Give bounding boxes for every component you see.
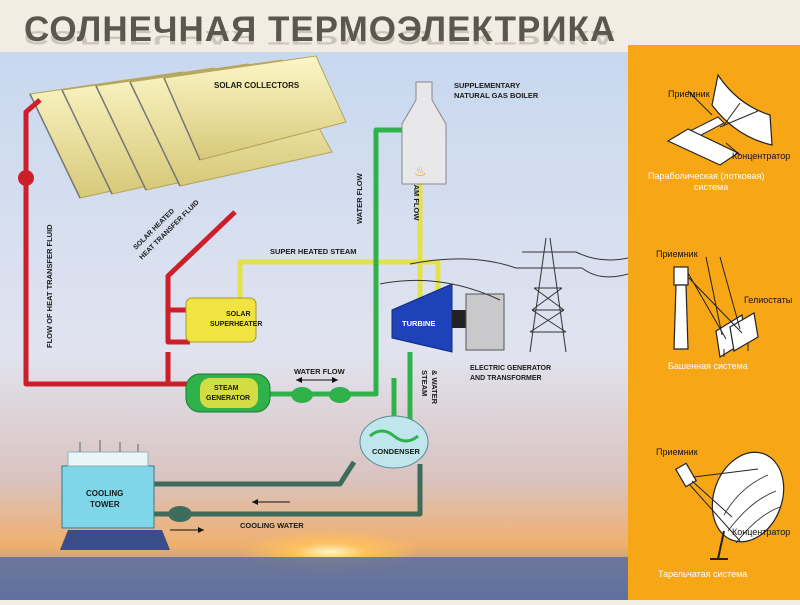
steam-generator-core: [200, 378, 258, 408]
generator-label-1: ELECTRIC GENERATOR: [470, 365, 551, 372]
solar-thermal-plant-diagram: SOLAR COLLECTORS FLOW OF HEAT TRANSFER F…: [0, 52, 628, 600]
steam-generator-label-1: STEAM: [214, 385, 239, 392]
cooling-return-arrowhead: [252, 499, 258, 505]
turbine-shaft: [452, 310, 468, 328]
water-flow-arrowhead-right: [332, 377, 338, 383]
turbine: [391, 283, 453, 353]
condenser-coil: [369, 429, 419, 443]
parabolic-trough-illustration: [666, 73, 773, 166]
csp-types-illustrations: Приемник Концентратор Параболическая (ло…: [648, 73, 792, 579]
cooling-supply-arrowhead: [198, 527, 204, 533]
boiler-label-1: SUPPLEMENTARY: [454, 81, 520, 90]
condenser: [359, 415, 429, 469]
dish-receiver-label: Приемник: [656, 447, 698, 457]
steam-generator-label-2: GENERATOR: [206, 395, 250, 402]
feedwater-pump-1: [291, 387, 313, 403]
solar-collectors-label: SOLAR COLLECTORS: [214, 81, 300, 90]
electric-generator: [465, 293, 505, 351]
horizon-water: [0, 557, 628, 600]
tower-heliostats-label: Гелиостаты: [744, 295, 792, 305]
dish-caption: Тарельчатая система: [658, 569, 747, 579]
solar-superheater: [185, 297, 257, 343]
cooling-tower: [60, 440, 170, 550]
slide-title: СОЛНЕЧНАЯ ТЕРМОЭЛЕКТРИКА: [24, 10, 617, 49]
steam-water-label-2: & WATER: [430, 370, 439, 405]
steam-line: [237, 182, 441, 312]
slide-title-reflection: СОЛНЕЧНАЯ ТЕРМОЭЛЕКТРИКА: [24, 26, 617, 48]
htf-pump: [18, 170, 34, 186]
steam-water-label-1: STEAM: [420, 370, 429, 396]
cooling-water-label: COOLING WATER: [240, 521, 304, 530]
solar-collector-field: [29, 55, 347, 199]
csp-types-panel: Приемник Концентратор Параболическая (ло…: [628, 45, 800, 600]
cooling-tower-label-1: COOLING: [86, 489, 123, 498]
transmission-tower: [379, 237, 628, 353]
trough-concentrator-label: Концентратор: [732, 151, 790, 161]
cooling-water-pump: [168, 506, 192, 522]
cooling-water-loop: [150, 460, 423, 517]
condenser-label: CONDENSER: [372, 447, 421, 456]
generator-label-2: AND TRANSFORMER: [470, 375, 542, 382]
super-heated-steam-label: SUPER HEATED STEAM: [270, 247, 357, 256]
tower-receiver-label: Приемник: [656, 249, 698, 259]
trough-caption-2: система: [694, 182, 728, 192]
dish-system-illustration: [674, 451, 785, 560]
superheater-label-2: SUPERHEATER: [210, 321, 262, 328]
boiler-flame-icon: ♨: [414, 163, 427, 179]
supplementary-boiler: [401, 81, 447, 185]
feedwater-pump-2: [329, 387, 351, 403]
dish-concentrator-label: Концентратор: [732, 527, 790, 537]
power-tower-illustration: [673, 256, 759, 358]
turbine-label: TURBINE: [402, 319, 435, 328]
tower-caption: Башенная система: [668, 361, 748, 371]
heat-transfer-fluid-loop: [23, 98, 237, 387]
water-flow-arrowhead-left: [296, 377, 302, 383]
superheater-label-1: SOLAR: [226, 311, 251, 318]
boiler-label-2: NATURAL GAS BOILER: [454, 91, 539, 100]
steam-flow-label: STEAM FLOW: [412, 170, 421, 221]
trough-caption-1: Параболическая (лотковая): [648, 171, 764, 181]
flow-of-htf-label: FLOW OF HEAT TRANSFER FLUID: [45, 224, 54, 348]
cooling-tower-label-2: TOWER: [90, 500, 120, 509]
water-flow-vertical-label: WATER FLOW: [355, 172, 364, 224]
trough-receiver-label: Приемник: [668, 89, 710, 99]
water-flow-horizontal-label: WATER FLOW: [294, 367, 346, 376]
